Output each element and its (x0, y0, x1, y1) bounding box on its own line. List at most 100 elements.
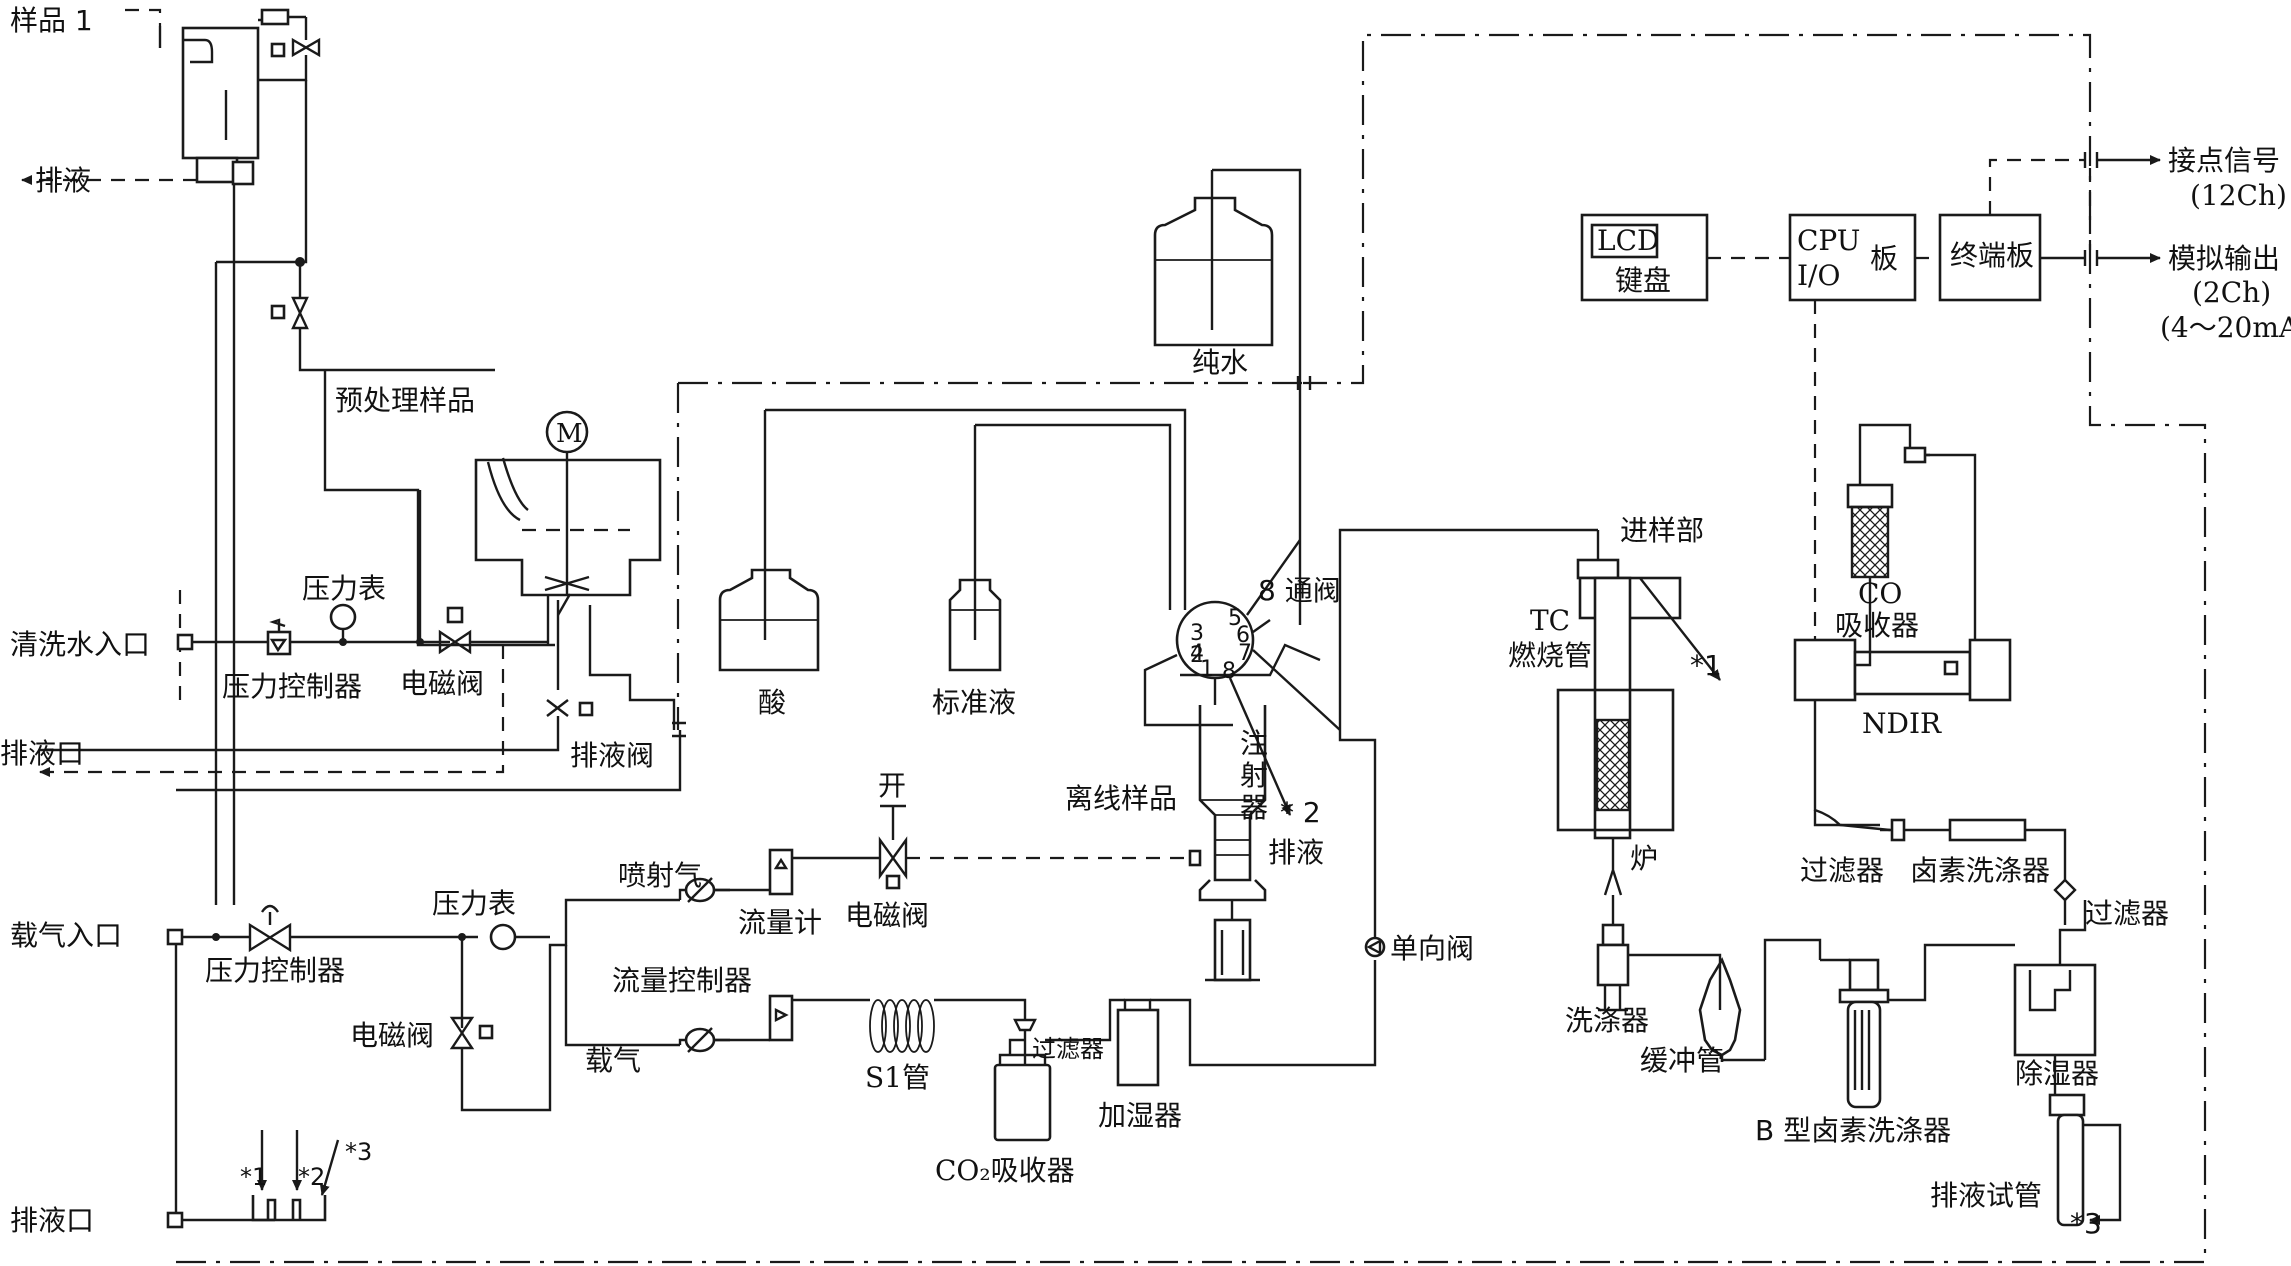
label-drain-outlet-1: 排液口 (0, 737, 84, 770)
sample-vessel (181, 26, 260, 160)
label-pressure-ctrl-2: 压力控制器 (205, 954, 345, 987)
label-dehumidifier: 除湿器 (2015, 1057, 2099, 1090)
dehumidifier (2013, 900, 2122, 1227)
lcd-screen (1590, 223, 1659, 259)
port-3: 3 (1190, 621, 1204, 646)
labels: 样品 1 排液 预处理样品 M 压力表 清洗水入口 压力控制器 电磁阀 排液口 … (0, 4, 2291, 1240)
label-keyboard: 键盘 (1615, 264, 1671, 297)
pressure-gauge-2-icon (489, 923, 517, 951)
scrubber-icon (1596, 943, 1630, 987)
label-valve8: 8 通阀 (1258, 574, 1341, 607)
label-pretreated: 预处理样品 (335, 384, 475, 417)
syringe (1198, 705, 1267, 982)
furnace-icon (1556, 688, 1675, 832)
label-pure-water: 纯水 (1192, 346, 1248, 379)
b-halogen-scrubber (1820, 943, 2015, 1109)
label-s1-tube: S1管 (865, 1061, 930, 1094)
port-2: 2 (1190, 643, 1204, 668)
label-sample1: 样品 1 (10, 4, 93, 37)
label-drain-2a: * 2 (1280, 796, 1321, 829)
label-terminal: 终端板 (1950, 239, 2034, 272)
terminal-board (1938, 213, 2042, 302)
label-tray-s3: *3 (345, 1138, 372, 1166)
label-pressure-gauge-2: 压力表 (432, 887, 516, 920)
ndir-unit (1793, 423, 2012, 832)
humidifier-icon (1116, 1008, 1160, 1087)
label-flow-ctrl: 流量控制器 (612, 964, 752, 997)
label-co-2: 吸收器 (1835, 609, 1919, 642)
label-flowmeter: 流量计 (738, 906, 822, 939)
label-filter-2: 过滤器 (1800, 854, 1884, 887)
port-5: 5 (1228, 606, 1242, 631)
label-inject-part: 进样部 (1620, 514, 1704, 547)
label-co-1: CO (1858, 577, 1902, 610)
label-carrier: 载气 (585, 1044, 641, 1077)
label-solenoid-1: 电磁阀 (400, 667, 484, 700)
label-syringe-1: 注 (1240, 727, 1268, 760)
label-pressure-gauge-1: 压力表 (302, 572, 386, 605)
label-syringe-3: 器 (1240, 791, 1268, 824)
carrier-inlet-port (166, 928, 184, 946)
label-syringe-2: 射 (1240, 759, 1268, 792)
label-acid: 酸 (758, 686, 786, 719)
spray-gas-line (678, 804, 1202, 903)
label-analog-3: (4～20mA) (2160, 311, 2291, 344)
label-spray-gas: 喷射气 (618, 859, 702, 892)
electronics (1580, 152, 2161, 640)
label-cpu: CPU (1797, 224, 1860, 257)
label-contact-2: (12Ch) (2190, 179, 2287, 212)
port-7: 7 (1238, 641, 1252, 666)
sample-inlet-unit (21, 8, 555, 905)
label-filter-3: 过滤器 (2085, 897, 2169, 930)
label-tc-1: TC (1530, 604, 1570, 637)
label-io: I/O (1797, 259, 1840, 292)
label-buffer: 缓冲管 (1640, 1044, 1724, 1077)
carrier-line (678, 528, 1600, 1142)
label-motor: M (556, 419, 583, 449)
label-furnace: 炉 (1630, 842, 1658, 875)
label-star3: *3 (2070, 1207, 2102, 1240)
label-wash-inlet: 清洗水入口 (10, 628, 150, 661)
wash-inlet-port (176, 633, 194, 651)
co2-absorber-icon (993, 1063, 1052, 1142)
carrier-gas-supply (166, 730, 682, 1218)
combustion-unit (1556, 558, 1721, 1012)
label-analog-1: 模拟输出 (2168, 242, 2280, 275)
label-open: 开 (878, 769, 906, 802)
pure-water-signal (672, 376, 1312, 738)
label-contact-1: 接点信号 (2168, 144, 2280, 177)
label-solenoid-3: 电磁阀 (350, 1019, 434, 1052)
port-8: 8 (1222, 659, 1236, 684)
port-4: 4 (1190, 641, 1204, 666)
label-filter-1: 过滤器 (1032, 1035, 1104, 1063)
wash-water-line (176, 490, 548, 656)
label-scrubber: 洗涤器 (1565, 1004, 1649, 1037)
drain-test-tube-icon (2056, 1113, 2085, 1227)
pressure-controller-1-icon (266, 630, 292, 656)
acid-bottle (718, 408, 1187, 672)
label-board: 板 (1870, 242, 1898, 275)
label-halogen-scrubber: 卤素洗涤器 (1910, 854, 2050, 887)
label-tray-s2: *2 (298, 1163, 325, 1191)
pure-water-bottle (1153, 168, 1302, 625)
label-humidifier: 加湿器 (1098, 1099, 1182, 1132)
label-carrier-inlet: 载气入口 (10, 919, 122, 952)
flowmeter-icon (768, 848, 794, 896)
label-offline-sample: 离线样品 (1065, 782, 1177, 815)
drain-tray (166, 1130, 340, 1229)
label-standard: 标准液 (932, 686, 1016, 719)
label-ndir: NDIR (1862, 707, 1942, 740)
halogen-filter-line (1880, 818, 2077, 925)
label-star1: *1 (1690, 649, 1722, 682)
label-analog-2: (2Ch) (2192, 276, 2271, 309)
label-tray-s1: *1 (240, 1163, 267, 1191)
label-drain-top: 排液 (35, 164, 91, 197)
buffer-tube (1660, 938, 1822, 1062)
label-pressure-ctrl-1: 压力控制器 (222, 670, 362, 703)
label-drain-outlet-2: 排液口 (10, 1204, 94, 1237)
label-drain-2b: 排液 (1268, 836, 1324, 869)
label-lcd: LCD (1597, 224, 1659, 257)
label-check-valve: 单向阀 (1390, 932, 1474, 965)
port-6: 6 (1236, 623, 1250, 648)
